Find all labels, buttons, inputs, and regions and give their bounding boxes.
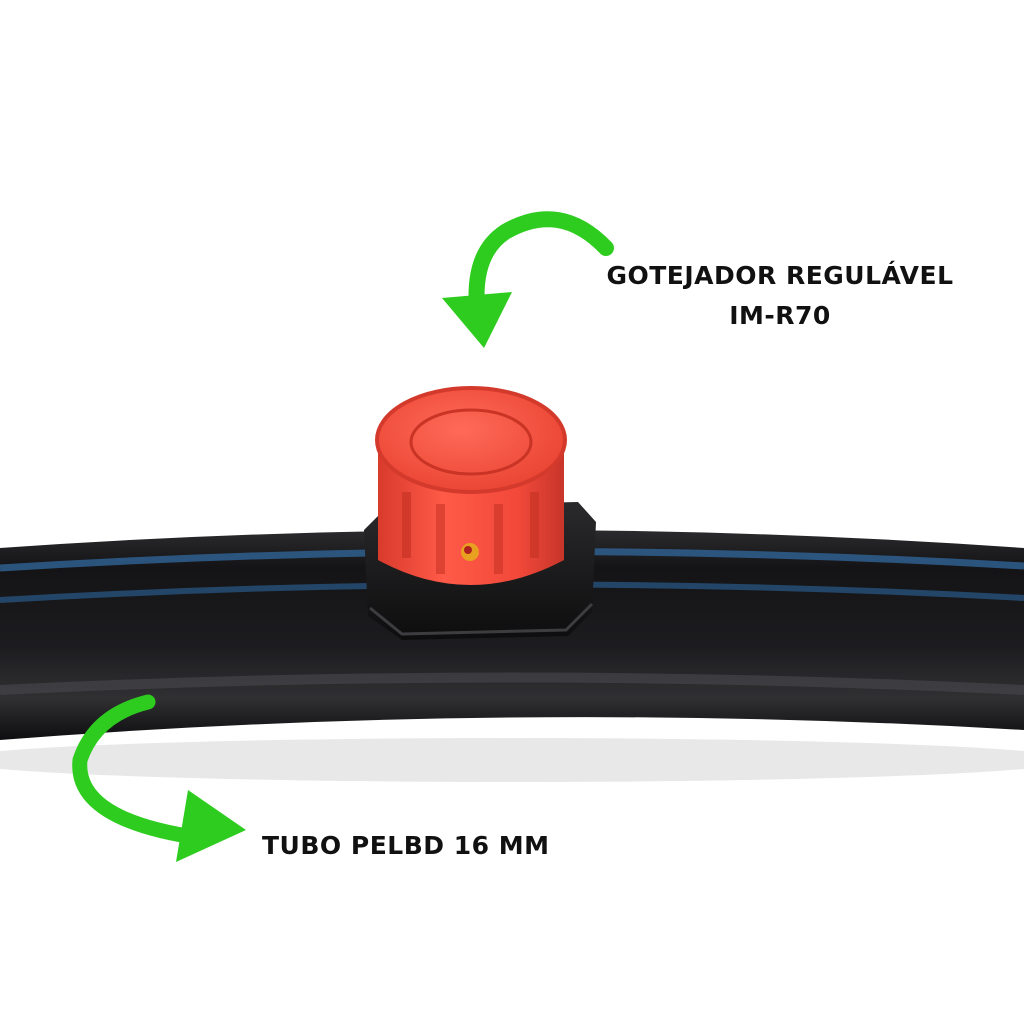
dripper-cap-top xyxy=(377,388,565,492)
dripper-base-edge xyxy=(369,602,594,636)
curved-arrow-down-right-icon xyxy=(72,694,208,846)
tube-label: TUBO PELBD 16 MM xyxy=(262,831,550,860)
dripper-label-line2: IM-R70 xyxy=(729,301,831,330)
cap-groove xyxy=(436,504,445,574)
tube-highlight xyxy=(0,672,1024,695)
dripper-label: GOTEJADOR REGULÁVEL IM-R70 xyxy=(590,256,970,336)
dripper-label-line1: GOTEJADOR REGULÁVEL xyxy=(606,261,954,290)
tube-shadow xyxy=(0,738,1024,782)
cap-groove xyxy=(494,504,503,574)
curved-arrow-down-left-icon xyxy=(468,211,614,326)
dripper-cap-inner xyxy=(409,408,533,476)
cap-groove xyxy=(530,492,539,558)
dripper-cap-rim xyxy=(375,386,567,494)
cap-groove xyxy=(402,492,411,558)
